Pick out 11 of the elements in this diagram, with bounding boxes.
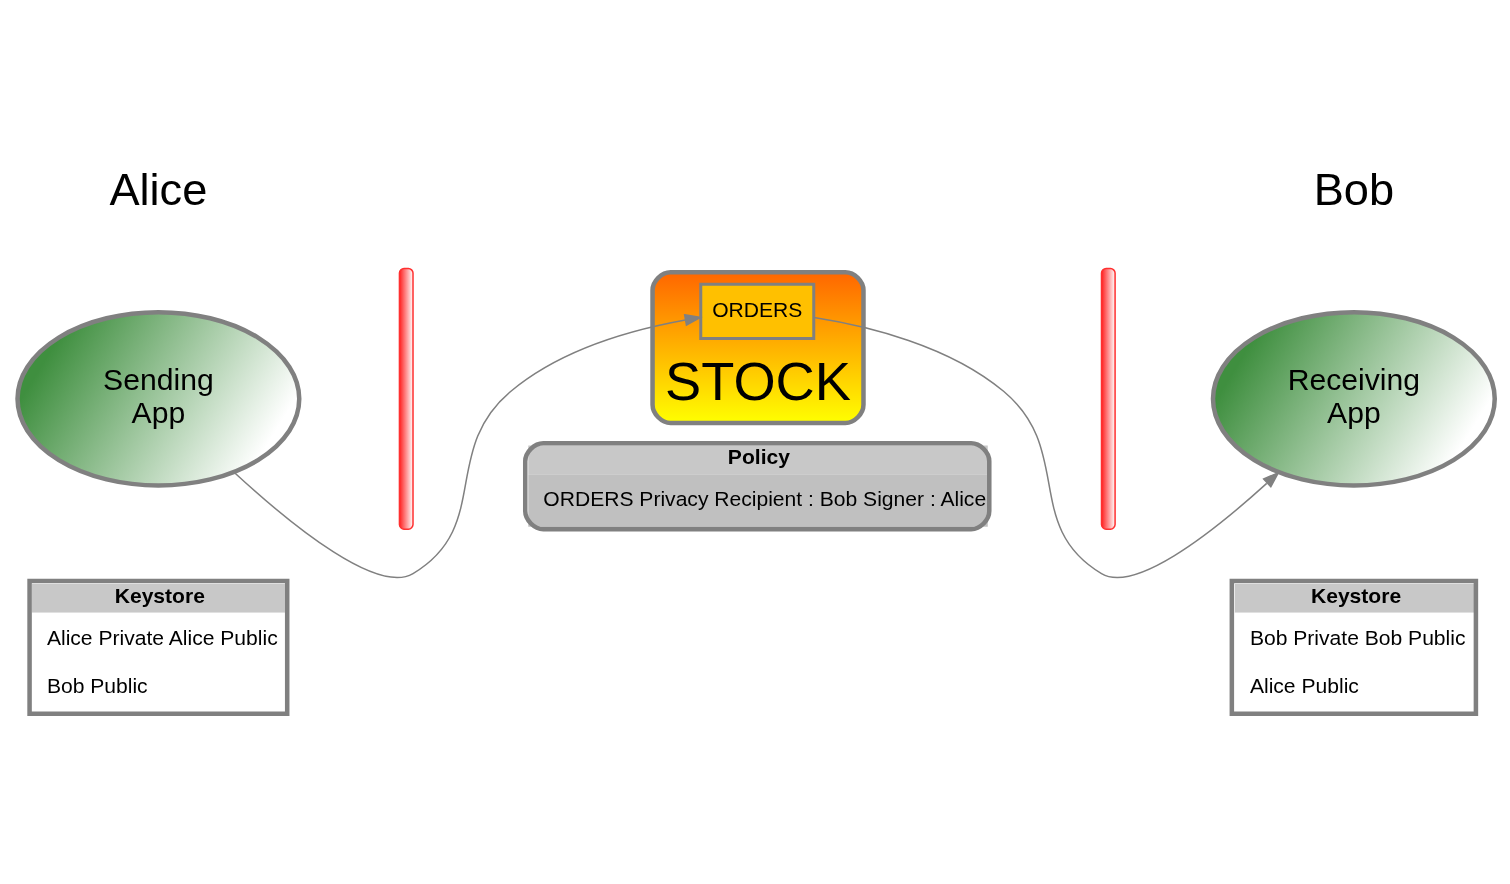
arrow — [233, 313, 703, 578]
arrow — [813, 316, 1281, 578]
node-box: Keystore Bob Private Bob Public Alice Public — [1229, 578, 1479, 716]
label: Bob — [1313, 163, 1395, 215]
node-box: Keystore Alice Private Alice Public Bob Public — [27, 578, 290, 716]
node-bar — [1100, 267, 1116, 530]
label: Alice — [109, 163, 208, 215]
node-box: ORDERS — [699, 282, 816, 340]
node-bar — [398, 267, 414, 530]
node-ellipse: Sending App — [15, 309, 302, 488]
node-box: Policy ORDERS Privacy Recipient : Bob Signer : Alice — [523, 440, 992, 531]
